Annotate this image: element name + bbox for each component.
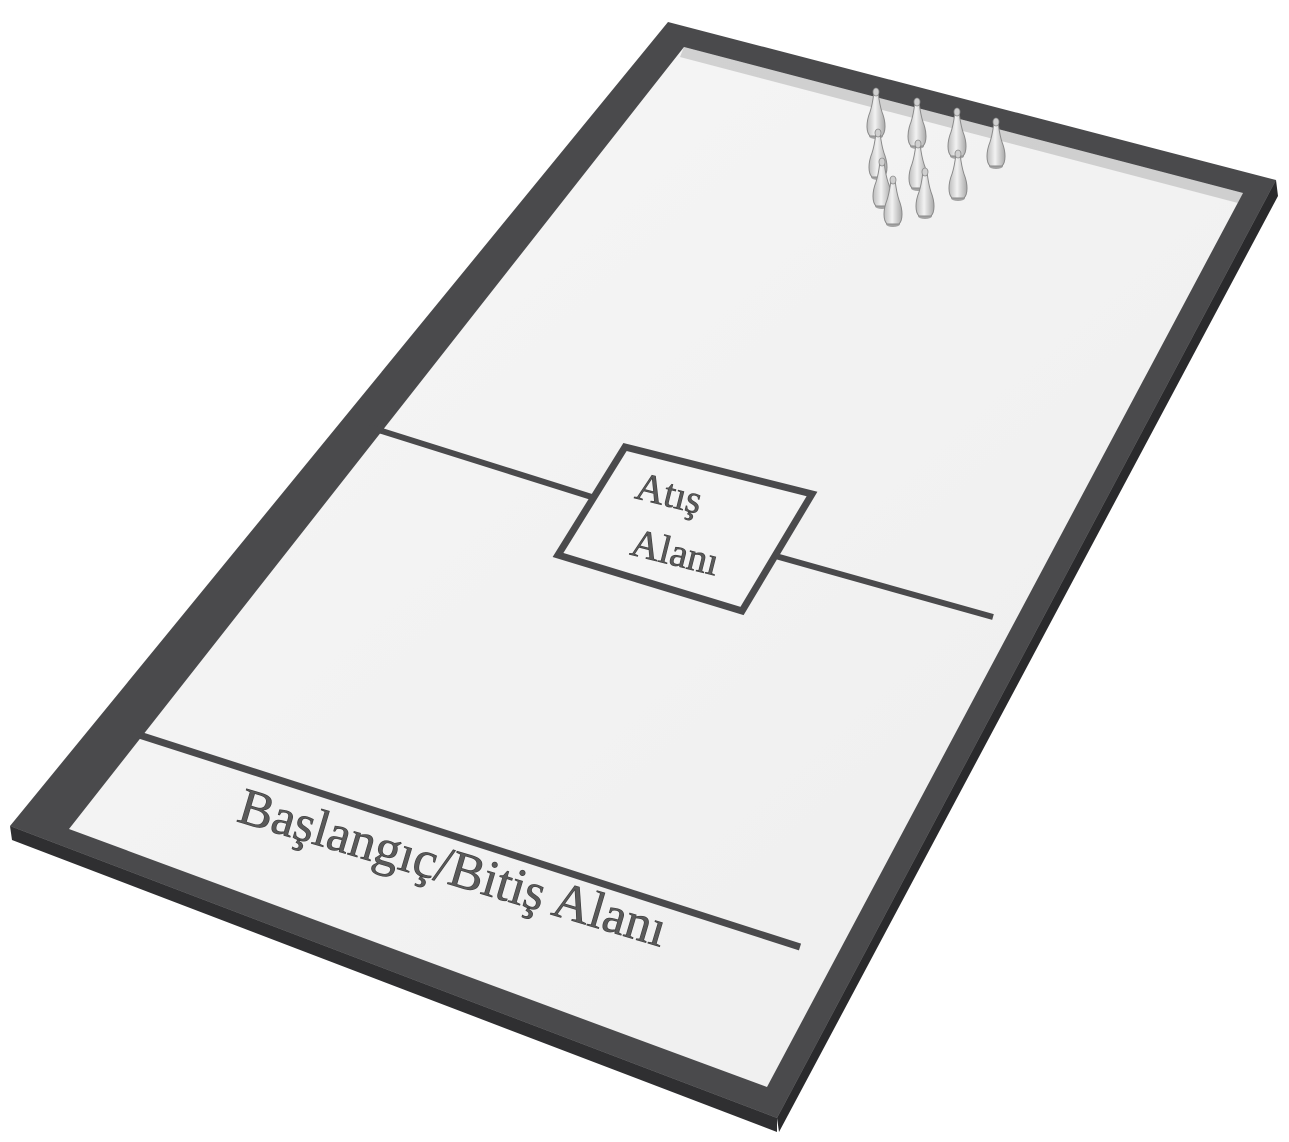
- bowling-board-diagram: Atış Alanı Başlangıç/Bitiş Alanı: [0, 0, 1289, 1142]
